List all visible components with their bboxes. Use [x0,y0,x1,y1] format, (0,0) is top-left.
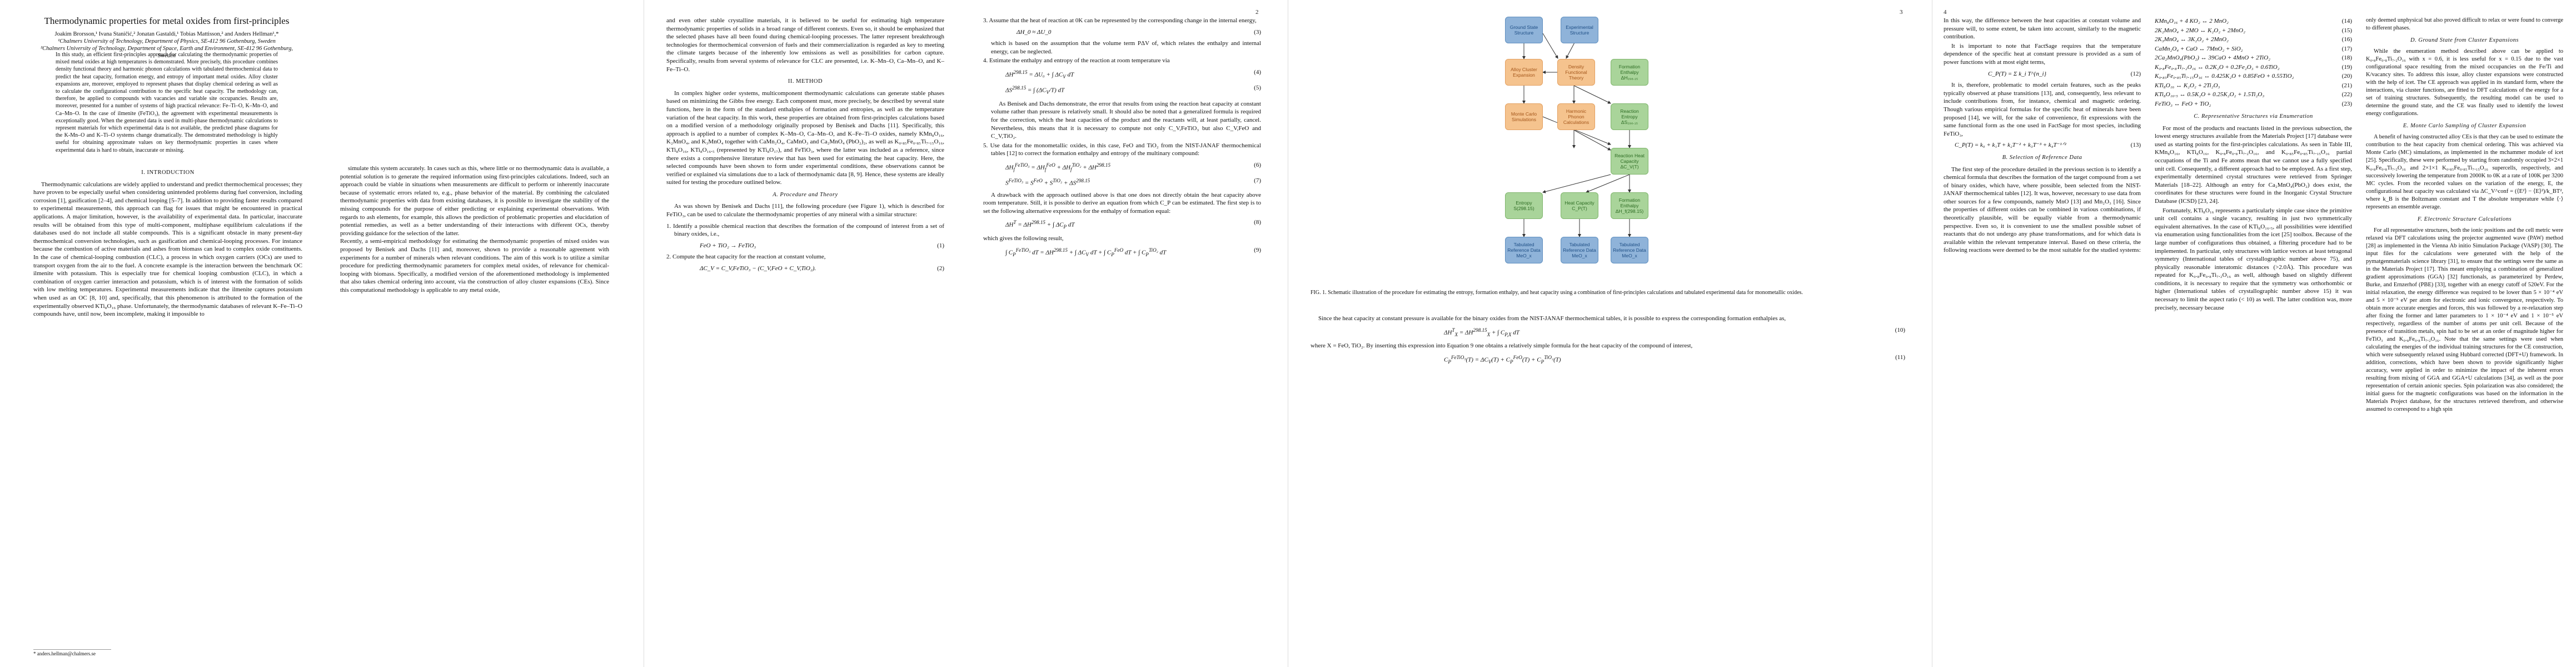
figure-1-caption: FIG. 1. Schematic illustration of the pr… [1311,290,1803,296]
reaction-15: 2K₂MnO₄ + 2MO ↔ K₂O₂ + 2MnO₂(15) [2155,27,2352,34]
paragraph: As was shown by Benisek and Dachs [11], … [666,203,944,218]
paragraph: In this way, the difference between the … [1944,17,2141,41]
paragraph: As Benisek and Dachs demonstrate, the er… [991,100,1261,140]
equation-12: C_P(T) = Σ k_i T^{n_i}(12) [1988,70,2141,77]
step-1: 1. Identify a possible chemical reaction… [666,222,944,238]
paragraph: The first step of the procedure detailed… [1944,166,2141,254]
paragraph: A drawback with the approach outlined ab… [983,191,1261,215]
paragraph: only deemed unphysical but also proved d… [2366,17,2563,31]
equation-1: FeO + TiO₂ → FeTiO₃(1) [700,242,944,249]
equation-2: ΔC_V = C_V,FeTiO₃ − (C_V,FeO + C_V,TiO₂)… [700,265,944,272]
page-3: 3 Ground [1288,0,1932,667]
reaction-19: K₀.₈Fe₀.₈Ti₇.₂O₁₆ ↔ 0.2K₂O + 0.2Fe₂O₃ + … [2155,63,2352,71]
equation-11: CPFeTiO₃(T) = ΔCV(T) + CPFeO(T) + CPTiO₂… [1444,354,1905,365]
paragraph: where X = FeO, TiO₂. By inserting this e… [1311,342,1693,350]
equation-5: ΔS298.15 = ∫ (ΔCV/T) dT(5) [1005,84,1261,96]
box-reaction-entropy: Reaction Entropy ΔS₂₉₈.₁₅ [1611,103,1648,130]
affiliation-2: ²Chalmers University of Technology, Depa… [40,46,293,59]
subsection-heading-procedure: A. Procedure and Theory [773,191,838,198]
paragraph: Fortunately, KTi₈O₁₆ represents a partic… [2155,207,2352,311]
page4-column-3: only deemed unphysical but also proved d… [2366,17,2563,415]
box-formation-enthalpy: Formation Enthalpy ΔH_f(298.15) [1611,192,1648,219]
box-entropy: Entropy S(298.15) [1505,192,1543,219]
paragraph: which gives the following result, [983,235,1064,242]
intro-column-2: simulate this system accurately. In case… [340,165,609,296]
reaction-21: KTi₈O₁₆ ↔ K₂O₂ + 2Ti₂O₃(21) [2155,82,2352,89]
page4-column-2: KMn₈O₁₆ + 4 KO₂ ↔ 2 MnO₂(14) 2K₂MnO₄ + 2… [2155,17,2352,313]
box-harmonic-phonon-calculations: Harmonic Phonon Calculations [1557,103,1595,130]
step-5: 5. Use data for the monometallic oxides,… [983,142,1261,157]
box-monte-carlo-simulations: Monte Carlo Simulations [1505,103,1543,130]
paragraph: which is based on the assumption that th… [991,40,1261,55]
box-reaction-heat-capacity: Reaction Heat Capacity ΔC_V(T) [1611,148,1648,175]
paper-title: Thermodynamic properties for metal oxide… [44,16,290,26]
box-formation-enthalpy-reaction: Formation Enthalpy ΔH₂₉₈.₁₅ [1611,59,1648,86]
equation-7: SFeTiO₃ = SFeO + STiO₂ + ΔS298.15(7) [1005,177,1261,187]
reaction-23: FeTiO₃ ↔ FeO + TiO₂(23) [2155,100,2352,107]
paragraph: Since the heat capacity at constant pres… [1318,315,1786,322]
subsection-heading-enumeration: C. Representative Structures via Enumera… [2194,113,2313,120]
paragraph: It is important to note that FactSage re… [1944,42,2141,66]
reaction-16: 2K₃MnO₄ ↔ 3K₂O₂ + 2MnO₂(16) [2155,36,2352,43]
subsection-heading-monte-carlo: E. Monte Carlo Sampling of Cluster Expan… [2403,123,2527,129]
step-3: 3. Assume that the heat of reaction at 0… [983,17,1257,24]
step-2: 2. Compute the heat capacity for the rea… [666,253,826,261]
page-number: 2 [1255,9,1259,16]
box-alloy-cluster-expansion: Alloy Cluster Expansion [1505,59,1543,86]
figure-1-flowchart: Ground State Structure Experimental Stru… [1288,0,1932,389]
paragraph: For most of the products and reactants l… [2155,125,2352,205]
reaction-list: KMn₈O₁₆ + 4 KO₂ ↔ 2 MnO₂(14) 2K₂MnO₄ + 2… [2155,17,2352,108]
box-experimental-structure: Experimental Structure [1561,17,1598,43]
equation-3: ΔH_0 ≈ ΔU_0(3) [1017,28,1261,36]
paragraph: and even other stable crystalline materi… [666,17,944,73]
intro-paragraph: Thermodynamic calculations are widely ap… [33,181,302,318]
section-heading-method: II. METHOD [788,78,823,85]
page4-column-1: In this way, the difference between the … [1944,17,2141,256]
affiliation-1: ¹Chalmers University of Technology, Depa… [58,38,276,44]
reaction-20: K₀.₈₅Fe₀.₈₅Ti₇.₁₅O₁₆ ↔ 0.425K₂O + 0.85Fe… [2155,73,2352,79]
box-heat-capacity: Heat Capacity C_P(T) [1561,192,1598,219]
reaction-17: CaMn₂O₄ + CaO ↔ 7MnO₂ + SiO₂(17) [2155,45,2352,52]
reaction-14: KMn₈O₁₆ + 4 KO₂ ↔ 2 MnO₂(14) [2155,18,2352,24]
box-tabulated-reference-data-2: Tabulated Reference Data MeO_x [1561,237,1598,263]
intro-column-1: I. INTRODUCTION Thermodynamic calculatio… [33,165,302,320]
box-tabulated-reference-data-1: Tabulated Reference Data MeO_x [1505,237,1543,263]
subsection-heading-ground-state: D. Ground State from Cluster Expansions [2410,37,2519,43]
paragraph: A benefit of having constructed alloy CE… [2366,134,2563,210]
reaction-18: 2Ca₂MnO₄(PbO₂) ↔ 39CaO + 4MnO + 2TiO₂(18… [2155,54,2352,61]
equation-8: ΔHT = ΔH298.15 + ∫ ΔCP dT(8) [1005,219,1261,230]
step-4: 4. Estimate the enthalpy and entropy of … [983,57,1170,64]
box-ground-state-structure: Ground State Structure [1505,17,1543,43]
equation-10: ΔHTX = ΔH298.15X + ∫ CP,X dT(10) [1444,326,1905,337]
abstract: In this study, an efficient first-princi… [56,52,278,153]
flowchart-arrows [1522,33,1631,237]
paragraph: While the enumeration method described a… [2366,48,2563,117]
equation-6: ΔHfFeTiO₃ = ΔHfFeO + ΔHfTiO₂ + ΔH298.15(… [1005,162,1261,172]
reaction-22: KTi₈O₁₆.₅ ↔ 0.5K₂O + 0.25K₂O₂ + 1.5Ti₂O₃… [2155,91,2352,98]
intro-paragraph-2: simulate this system accurately. In case… [340,165,609,293]
method-column-1: and even other stable crystalline materi… [666,17,944,276]
section-heading-introduction: I. INTRODUCTION [141,170,195,176]
box-tabulated-reference-data-3: Tabulated Reference Data MeO_x [1611,237,1648,263]
box-density-functional-theory: Density Functional Theory [1557,59,1595,86]
equation-4: ΔH298.15 = ΔU₀ + ∫ ΔCV dT(4) [1005,68,1261,79]
paragraph: For all representative structures, both … [2366,227,2563,412]
page-number: 3 [1900,9,1903,16]
page-1: Thermodynamic properties for metal oxide… [0,0,644,667]
paragraph: It is, therefore, problematic to model c… [1944,82,2141,137]
page-4: 4 In this way, the difference between th… [1932,0,2576,667]
footnote-email: * anders.hellman@chalmers.se [33,649,111,656]
page-2: 2 and even other stable crystalline mate… [644,0,1288,667]
subsection-heading-reference-data: B. Selection of Reference Data [2002,154,2082,161]
author-list: Joakim Brorsson,¹ Ivana Staničić,² Jonat… [54,31,279,37]
author-block: Joakim Brorsson,¹ Ivana Staničić,² Jonat… [39,31,295,59]
subsection-heading-electronic-structure: F. Electronic Structure Calculations [2417,216,2512,222]
derivation-text: Since the heat capacity at constant pres… [1311,315,1905,369]
method-column-2: 3. Assume that the heat of reaction at 0… [983,17,1261,262]
equation-13: C_P(T) = k₀ + k₁T + k₂T⁻² + k₃T⁻³ + k₄T⁻… [1955,142,2141,149]
page-number: 4 [1944,9,1947,16]
paragraph: In complex higher order systems, multico… [666,89,944,186]
equation-9: ∫ CPFeTiO₃ dT = ΔH298.15 + ∫ ΔCV dT + ∫ … [1005,246,1261,257]
